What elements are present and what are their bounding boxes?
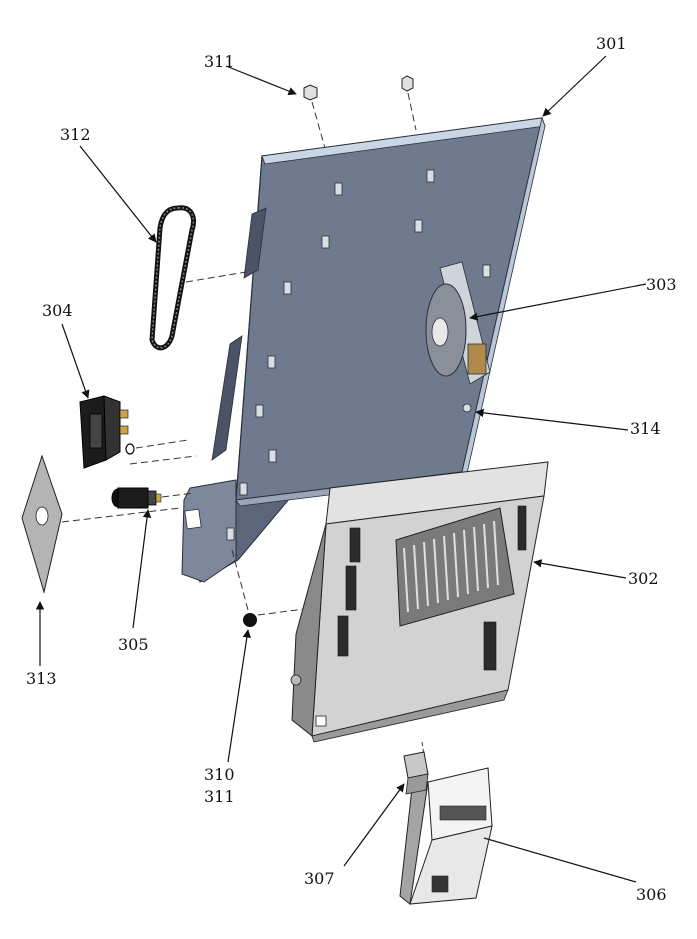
label-305: 305 [118, 635, 149, 654]
label-311-top: 311 [204, 52, 235, 71]
label-301: 301 [596, 34, 627, 53]
bottom-nut [243, 613, 257, 627]
label-313: 313 [26, 669, 57, 688]
label-311-bottom: 311 [204, 787, 235, 806]
nut-hardware [303, 75, 414, 101]
plug-connector [403, 751, 429, 795]
label-312: 312 [60, 125, 91, 144]
control-housing [290, 461, 549, 743]
drive-module [399, 767, 493, 905]
fuse-holder [111, 487, 162, 509]
label-314: 314 [630, 419, 661, 438]
label-plate [21, 454, 63, 594]
label-306: 306 [636, 885, 667, 904]
fan-motor-assembly [425, 261, 491, 385]
label-303: 303 [646, 275, 677, 294]
label-310: 310 [204, 765, 235, 784]
label-307: 307 [304, 869, 335, 888]
label-304: 304 [42, 301, 73, 320]
label-302: 302 [628, 569, 659, 588]
gasket-ring [149, 205, 196, 351]
mounting-plate [181, 116, 546, 583]
power-inlet-connector [79, 395, 135, 469]
